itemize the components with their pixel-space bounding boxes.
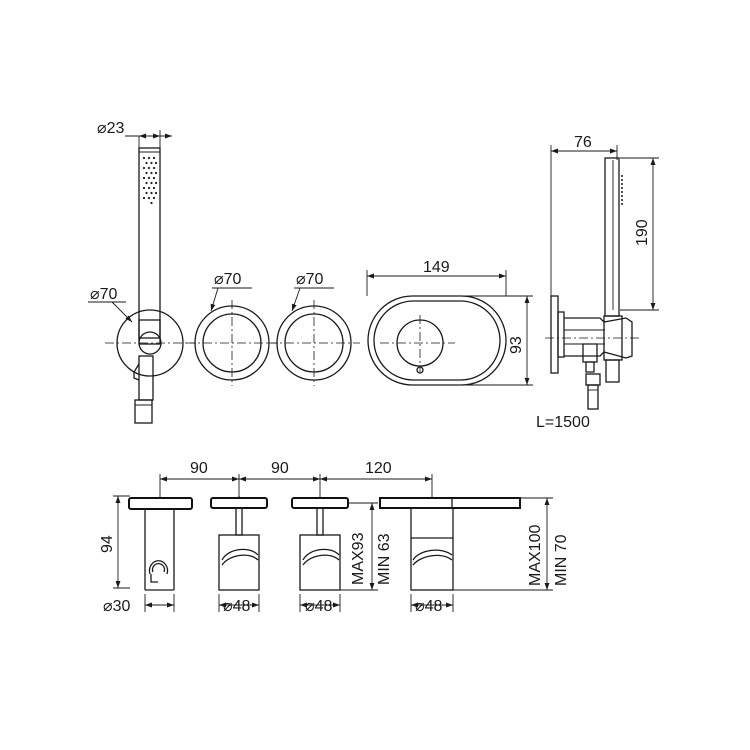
hand-shower-diameter-label: ⌀23 [97, 120, 125, 137]
mixer-depth-max-label: MAX100 [527, 525, 544, 586]
knob-1-side-view: ⌀48 [210, 496, 268, 615]
side-spray-dots [621, 175, 623, 205]
mixer-plate-front-view: 149 93 [366, 259, 533, 386]
knob-depth-min-label: MIN 63 [376, 533, 393, 585]
knob-1-base-diameter-label: ⌀48 [223, 598, 251, 615]
spacing-3-label: 120 [365, 460, 392, 477]
spacing-1-label: 90 [190, 460, 208, 477]
plate-height-label: 93 [508, 336, 525, 354]
knob-2-side-view: ⌀48 MAX93 MIN 63 [291, 497, 393, 615]
knob-1-diameter-label: ⌀70 [214, 271, 242, 288]
holder-height-label: 94 [99, 535, 116, 553]
mixer-base-diameter-label: ⌀48 [415, 598, 443, 615]
hand-shower-side-view: 76 190 L=1500 [536, 134, 659, 431]
holder-base-diameter-label: ⌀30 [103, 598, 131, 615]
knob-2-base-diameter-label: ⌀48 [305, 598, 333, 615]
knob-2-diameter-label: ⌀70 [296, 271, 324, 288]
spacing-dimensions: 90 90 120 [159, 460, 433, 498]
side-projection-label: 76 [574, 134, 592, 151]
holder-diameter-label: ⌀70 [90, 286, 118, 303]
holder-side-view: 94 ⌀30 [99, 495, 193, 615]
knob-depth-max-label: MAX93 [350, 532, 367, 585]
hand-shower-length-label: 190 [634, 219, 651, 246]
hand-shower-front-view: ⌀23 ⌀70 [88, 120, 196, 424]
mixer-depth-min-label: MIN 70 [553, 534, 570, 586]
hose-length-label: L=1500 [536, 414, 590, 431]
spray-nozzle-dots [142, 156, 158, 205]
plate-width-label: 149 [423, 259, 450, 276]
knob-1-front-view: ⌀70 [186, 271, 278, 386]
spacing-2-label: 90 [271, 460, 289, 477]
knob-2-front-view: ⌀70 [268, 271, 360, 386]
mixer-side-view: ⌀48 MAX100 MIN 70 [379, 497, 570, 615]
